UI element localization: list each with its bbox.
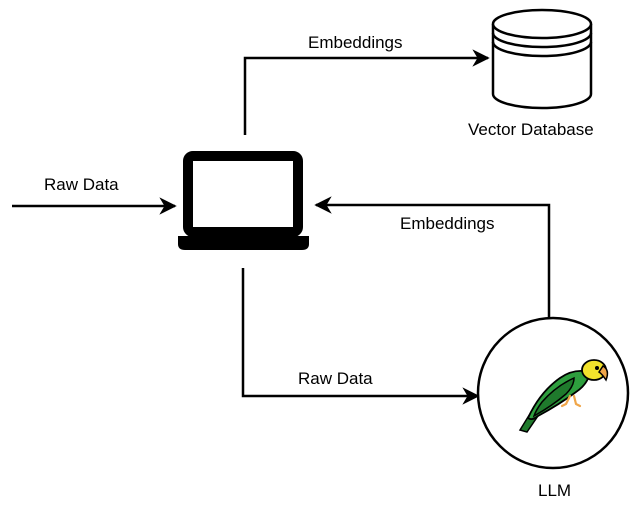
raw-data-to-llm-label: Raw Data: [298, 369, 373, 388]
llm-label: LLM: [538, 481, 571, 500]
embeddings-from-llm-arrow: [314, 196, 551, 318]
embeddings-to-db-arrow: [243, 49, 490, 135]
embeddings-to-db-label: Embeddings: [308, 33, 403, 52]
embeddings-from-llm-label: Embeddings: [400, 214, 495, 233]
raw-data-to-llm-arrow: [241, 268, 480, 405]
vector-database-label: Vector Database: [468, 120, 594, 139]
raw-data-input-label: Raw Data: [44, 175, 119, 194]
database-icon: [491, 8, 593, 110]
laptop-icon: [178, 151, 309, 250]
parrot-icon: [518, 359, 609, 433]
